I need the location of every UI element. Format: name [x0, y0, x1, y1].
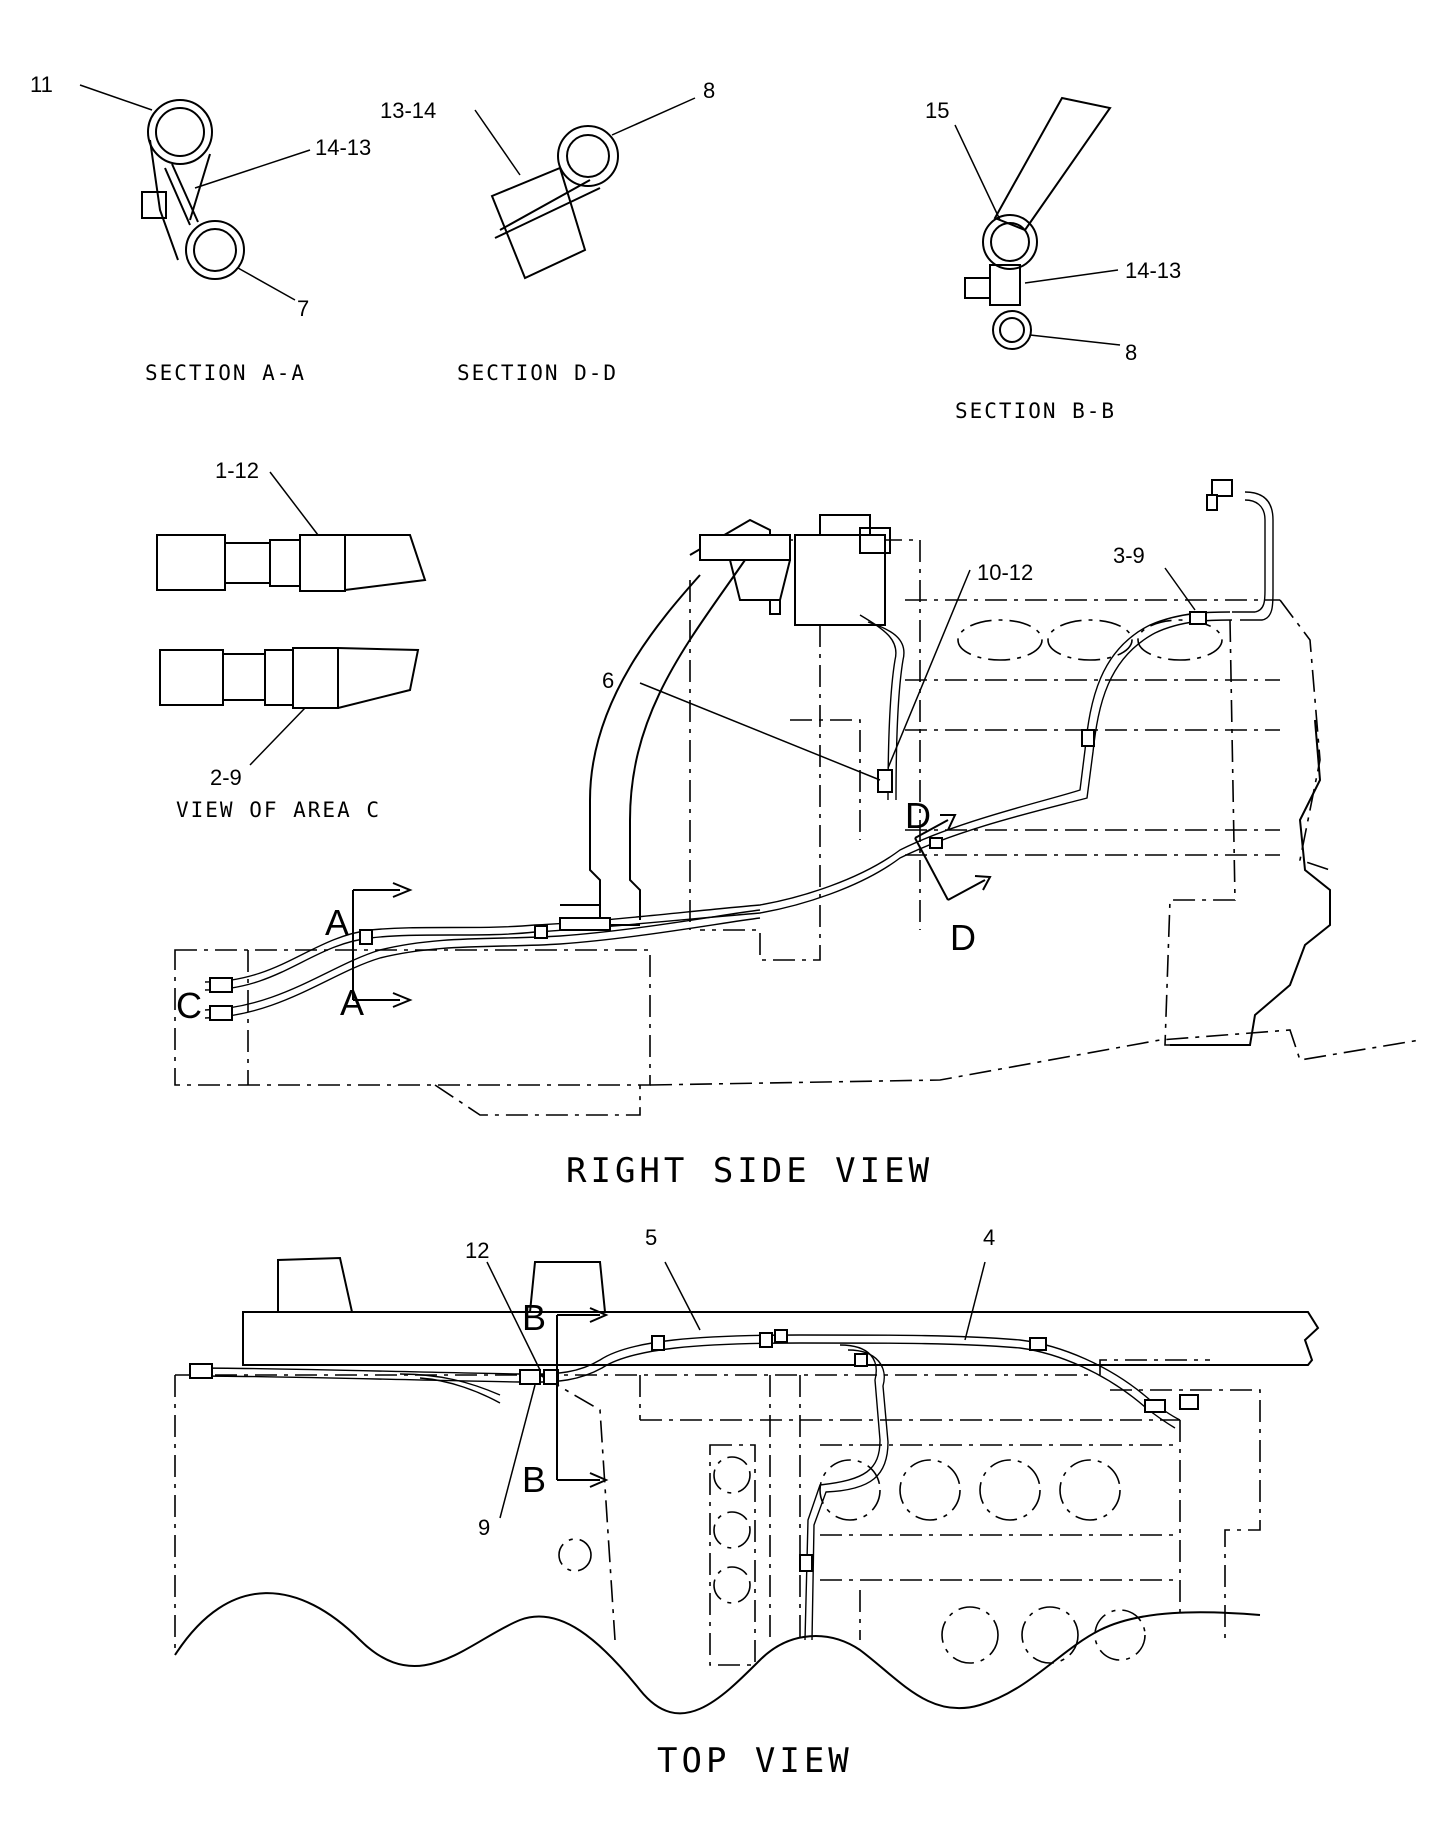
section-mark-b-top: B [522, 1297, 546, 1338]
callout-4: 4 [983, 1225, 995, 1250]
callout-13-14: 13-14 [380, 98, 436, 123]
right-side-view-drawing [174, 479, 1421, 1116]
right-side-view-title: RIGHT SIDE VIEW [566, 1151, 933, 1191]
callout-2-9: 2-9 [210, 765, 242, 790]
section-d-d-label: SECTION D-D [457, 361, 618, 385]
callout-3-9: 3-9 [1113, 543, 1145, 568]
callout-9: 9 [478, 1515, 490, 1540]
section-mark-d-top: D [905, 795, 931, 836]
callout-15: 15 [925, 98, 949, 123]
section-mark-c: C [176, 985, 202, 1026]
section-a-a-label: SECTION A-A [145, 361, 306, 385]
callout-7: 7 [297, 296, 309, 321]
section-mark-a-bottom: A [340, 982, 364, 1023]
top-view-drawing [174, 1256, 1320, 1715]
top-view-title: TOP VIEW [657, 1741, 853, 1781]
section-mark-d-bottom: D [950, 917, 976, 958]
section-d-d-detail [474, 97, 696, 280]
callout-12: 12 [465, 1238, 489, 1263]
section-mark-b-bottom: B [522, 1459, 546, 1500]
callout-8-b: 8 [1125, 340, 1137, 365]
section-mark-a-top: A [325, 902, 349, 943]
section-b-b-label: SECTION B-B [955, 399, 1116, 423]
area-c-detail [156, 471, 427, 766]
callout-5: 5 [645, 1225, 657, 1250]
callout-14-13: 14-13 [315, 135, 371, 160]
callout-14-13-b: 14-13 [1125, 258, 1181, 283]
callout-10-12: 10-12 [977, 560, 1033, 585]
callout-1-12: 1-12 [215, 458, 259, 483]
area-c-label: VIEW OF AREA C [176, 798, 381, 822]
callout-6: 6 [602, 668, 614, 693]
callout-11: 11 [30, 72, 53, 97]
callout-8-d: 8 [703, 78, 715, 103]
section-a-a-detail [79, 84, 311, 301]
section-b-b-detail [954, 96, 1121, 350]
